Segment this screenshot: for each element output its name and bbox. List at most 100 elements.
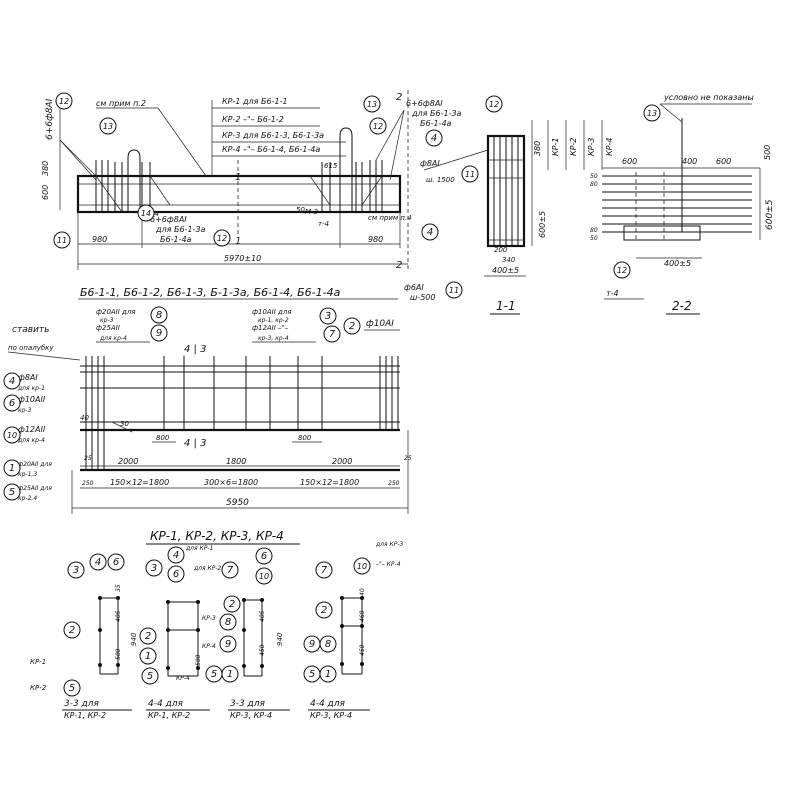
- frame-dim-total: 5950: [226, 498, 249, 508]
- frame-elevation: ставить по опалубку ф8АI для кр-1 ф10АII…: [7, 308, 412, 514]
- position-marker-3: 3: [325, 311, 331, 322]
- phi10-sub: кр-1, кр-2: [258, 317, 289, 324]
- s11-kp1: КР-1: [551, 138, 560, 156]
- s11-bar-spacing: ш. 1500: [426, 176, 455, 184]
- dim-m4-beam: т-4: [318, 220, 329, 228]
- position-marker-8: 8: [225, 617, 231, 628]
- position-marker-2: 2: [145, 631, 151, 642]
- position-marker-circle: [221, 561, 239, 579]
- dim-615: 615: [324, 162, 338, 170]
- kpB-label-1: 4-4 для: [148, 699, 184, 709]
- leg-10-sub: для кр-4: [17, 437, 45, 444]
- position-marker-circle: [343, 317, 361, 335]
- kpC-label-2: КР-3, КР-4: [230, 711, 272, 720]
- kpA-d940: 940: [130, 632, 138, 646]
- m3-label: М-3: [305, 208, 318, 216]
- position-marker-7: 7: [321, 565, 328, 576]
- kpC-d450: 450: [259, 644, 266, 656]
- position-marker-8: 8: [325, 639, 331, 650]
- frame-dim-25a: 25: [84, 455, 92, 462]
- stirrups-left: [95, 160, 171, 213]
- position-marker-6: 6: [9, 398, 15, 409]
- position-marker-7: 7: [227, 565, 234, 576]
- kpB-for-kp1: для КР-1: [185, 545, 213, 552]
- dim-50: 50: [296, 206, 305, 214]
- position-marker-12: 12: [59, 97, 69, 106]
- note-prim4: см прим п.4: [368, 214, 412, 222]
- s11-dim-200: 200: [494, 246, 508, 254]
- position-marker-5: 5: [9, 487, 15, 498]
- position-marker-circle: [3, 459, 21, 477]
- position-marker-4: 4: [173, 550, 179, 561]
- kpC-kp4: КР-4: [202, 643, 216, 650]
- position-marker-circle: [219, 635, 237, 653]
- phi12-sub: кр-3, кр-4: [258, 335, 289, 342]
- position-marker-circle: [167, 565, 185, 583]
- kp-sections: КР-1, КР-2, КР-3, КР-4 35 405 500 940 КР…: [30, 529, 404, 720]
- position-marker-circle: [425, 129, 443, 147]
- position-marker-circle: [67, 561, 85, 579]
- position-marker-circle: [150, 324, 168, 342]
- position-marker-3: 3: [151, 563, 157, 574]
- position-marker-circle: [150, 306, 168, 324]
- phi25-label: ф25АII: [96, 324, 120, 332]
- section-4-3-bottom: 4 | 3: [184, 438, 206, 449]
- position-marker-14: 14: [141, 209, 151, 218]
- position-marker-circle: [319, 635, 337, 653]
- position-marker-circle: [167, 546, 185, 564]
- position-marker-circle: [3, 372, 21, 390]
- leg-1-sub: кр-1,3: [18, 471, 37, 478]
- position-marker-6: 6: [173, 569, 179, 580]
- position-marker-8: 8: [156, 310, 162, 321]
- kpD-d450: 450: [359, 644, 366, 656]
- leg-6-label: ф10АII: [18, 395, 46, 404]
- position-marker-circle: [53, 231, 71, 249]
- position-marker-4: 4: [431, 133, 437, 144]
- kpB-kp4: КР-4: [176, 675, 190, 682]
- position-marker-6: 6: [261, 551, 267, 562]
- position-marker-circle: [319, 307, 337, 325]
- kpD-label-1: 4-4 для: [310, 699, 346, 709]
- s11-bar-phi8: ф8АI: [420, 159, 440, 168]
- position-marker-circle: [221, 665, 239, 683]
- s11-dim-400: 400±5: [492, 266, 519, 275]
- frame-dim-30: 30: [120, 420, 129, 428]
- frame-dim-40: 40: [80, 414, 89, 422]
- kpC-kp3: КР-3: [202, 615, 216, 622]
- s22-left-dim-2: 80: [590, 181, 598, 188]
- position-marker-circle: [141, 667, 159, 685]
- position-marker-9: 9: [225, 639, 231, 650]
- leg-6-sub: кр-3: [18, 407, 32, 414]
- kp-legend: КР-1 для Б6-1-1 КР-2 –"– Б6-1-2 КР-3 для…: [211, 97, 346, 176]
- position-marker-1: 1: [325, 669, 331, 680]
- position-marker-circle: [139, 647, 157, 665]
- s11-dim-340: 340: [502, 256, 516, 264]
- beam-outline: [76, 174, 402, 214]
- dim-980-right: 980: [368, 235, 383, 244]
- position-marker-circle: [99, 117, 117, 135]
- phi10-top-label: ф10АI: [366, 319, 394, 329]
- phi25-sub: для кр-4: [99, 335, 127, 342]
- s22-left-dim-8: 50: [590, 235, 598, 242]
- section-mark-1-bottom: 1: [235, 236, 241, 247]
- s22-dim-600l: 600: [622, 157, 637, 166]
- position-marker-12: 12: [217, 234, 227, 243]
- frame-dim-800a: 800: [156, 434, 170, 442]
- kpD-for-kp4: –"– КР-4: [376, 561, 401, 568]
- position-marker-10: 10: [7, 431, 17, 440]
- lifting-loop-right: [339, 127, 353, 212]
- position-marker-circle: [3, 426, 21, 444]
- s22-note: условно не показаны: [663, 93, 754, 102]
- position-marker-13: 13: [103, 122, 113, 131]
- kpB-d500: 500: [195, 654, 202, 666]
- position-marker-circle: [223, 595, 241, 613]
- dim-980-left: 980: [92, 235, 107, 244]
- position-marker-circle: [461, 165, 479, 183]
- position-marker-11: 11: [57, 236, 67, 245]
- position-marker-circle: [445, 281, 463, 299]
- kpC-d940: 940: [276, 632, 284, 646]
- section-2-2: условно не показаны 600 400 600 500 50 8…: [590, 93, 775, 315]
- position-marker-5: 5: [69, 683, 75, 694]
- frame-dim-800b: 800: [298, 434, 312, 442]
- kpC-label-1: 3-3 для: [230, 699, 266, 709]
